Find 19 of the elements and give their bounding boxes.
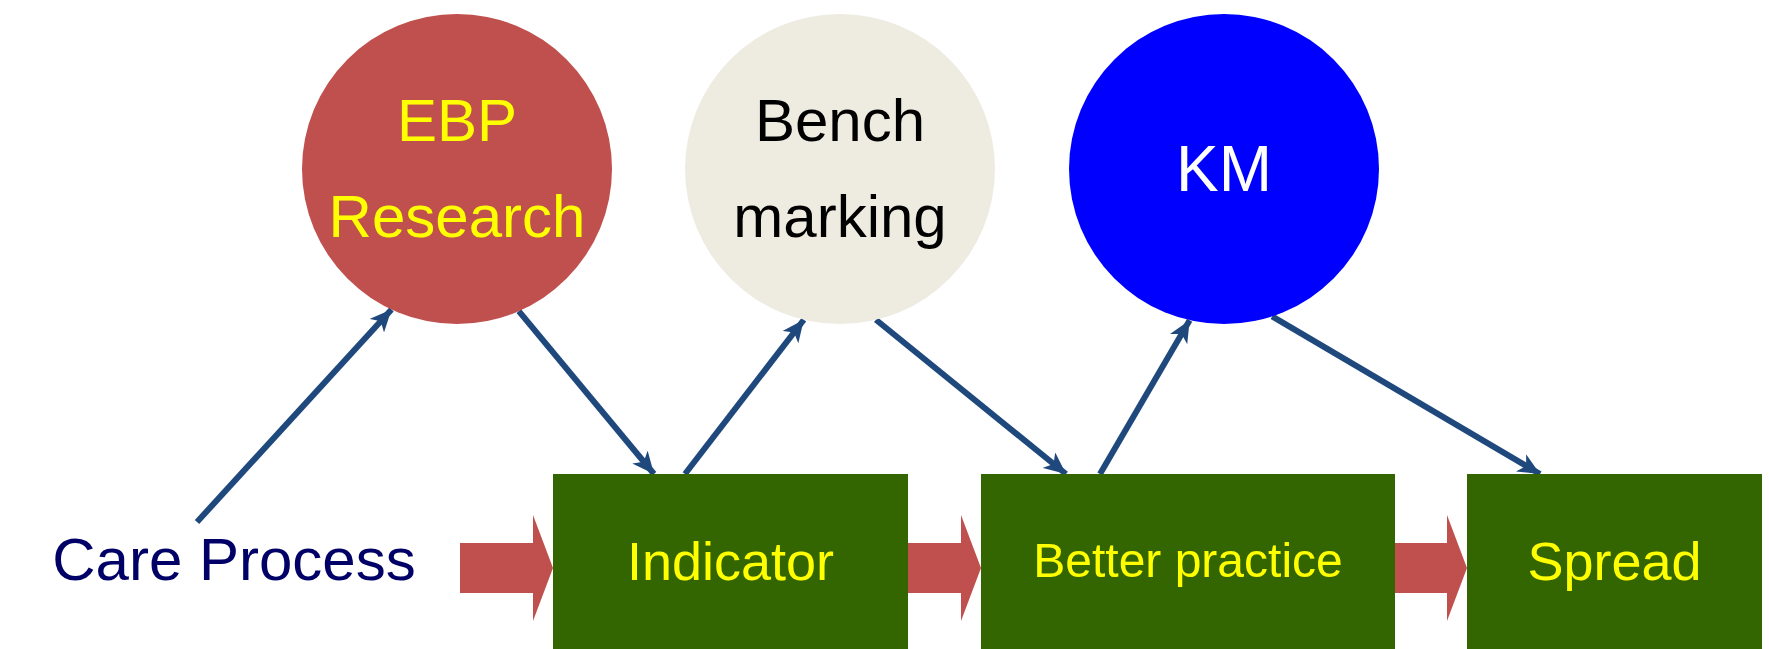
node-label: Indicator [625,530,836,594]
node-label: EBP Research [327,86,587,252]
process-box [1467,474,1762,649]
process-box [553,474,908,649]
block-arrow [908,515,981,621]
node-label: Spread [1526,530,1703,594]
arrow [516,309,657,476]
block-arrow [460,515,553,621]
arrow [1097,318,1193,476]
node-label: Better practice [1032,533,1344,590]
arrow [874,317,1068,477]
process-label: Care Process [8,522,460,598]
node-label: Bench marking [732,86,948,252]
block-arrow [1395,515,1467,621]
arrow [1270,313,1542,477]
process-box [981,474,1395,649]
node-label: KM [1175,131,1273,207]
arrow [682,317,807,476]
arrow [194,307,394,525]
